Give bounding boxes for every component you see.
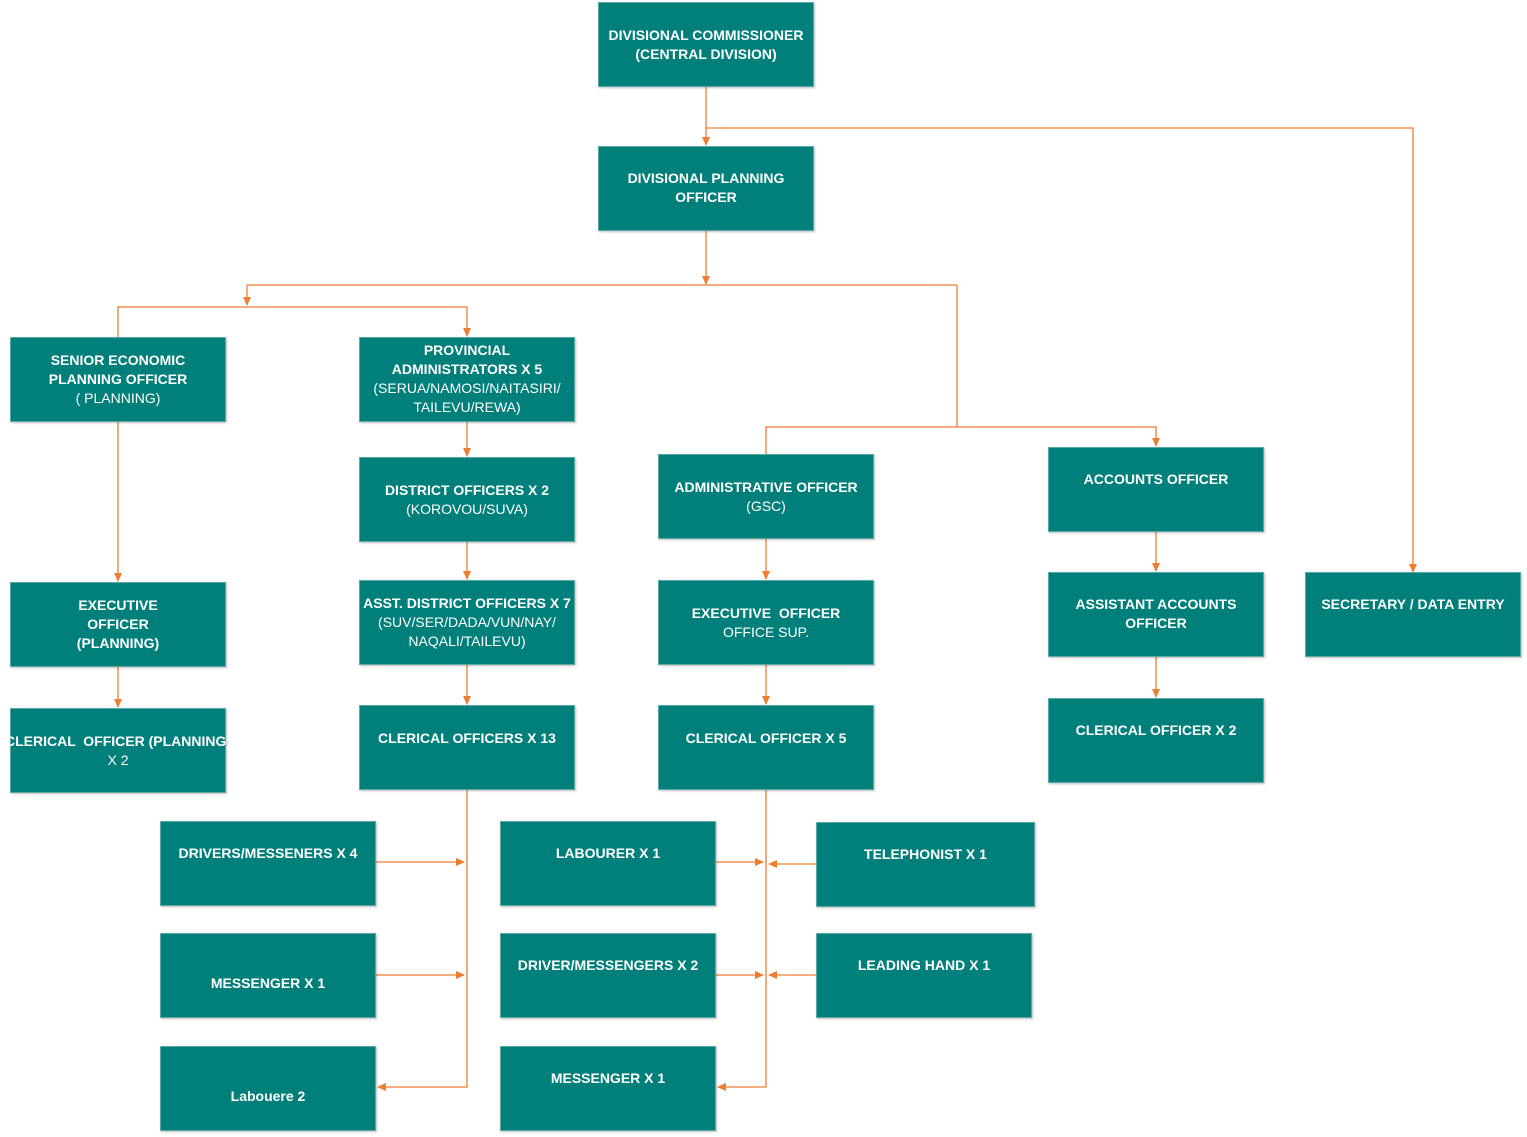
node-district-officers: DISTRICT OFFICERS X 2 (KOROVOU/SUVA) — [359, 457, 575, 542]
connector-clerical5-spine — [717, 790, 767, 1091]
node-senior-economic-planning-officer: SENIOR ECONOMIC PLANNING OFFICER ( PLANN… — [10, 337, 226, 422]
node-title: DIVISIONAL COMMISSIONER — [608, 26, 804, 43]
node-title: TELEPHONIST X 1 — [864, 846, 987, 862]
node-title: EXECUTIVE OFFICER — [691, 604, 841, 621]
node-accounts-officer: ACCOUNTS OFFICER — [1048, 447, 1264, 532]
node-title: ADMINISTRATIVE OFFICER — [674, 478, 858, 495]
node-messenger-1-mid: MESSENGER X 1 — [500, 1046, 716, 1131]
node-subtitle: ( PLANNING) — [75, 390, 161, 406]
node-title: Labouere 2 — [230, 1088, 306, 1104]
node-subtitle: (KOROVOU/SUVA) — [406, 500, 528, 517]
node-clerical-officer-2: CLERICAL OFFICER X 2 — [1048, 698, 1264, 783]
node-title: DRIVER/MESSENGERS X 2 — [517, 957, 699, 973]
node-subtitle: X 2 — [107, 751, 129, 768]
node-driver-messengers-2: DRIVER/MESSENGERS X 2 — [500, 933, 716, 1018]
node-secretary-data-entry: SECRETARY / DATA ENTRY — [1305, 572, 1521, 657]
node-title: ASST. DISTRICT OFFICERS X 7 — [363, 595, 571, 611]
node-divisional-commissioner: DIVISIONAL COMMISSIONER (CENTRAL DIVISIO… — [598, 2, 814, 87]
node-title: CLERICAL OFFICER X 5 — [685, 730, 847, 746]
connector-clerical13-spine — [377, 790, 468, 1091]
node-asst-district-officers: ASST. DISTRICT OFFICERS X 7 (SUV/SER/DAD… — [359, 580, 575, 665]
node-subtitle: (GSC) — [746, 497, 786, 514]
node-telephonist-1: TELEPHONIST X 1 — [816, 822, 1035, 907]
node-title: EXECUTIVE OFFICER (PLANNING) — [76, 597, 160, 651]
node-divisional-planning-officer: DIVISIONAL PLANNING OFFICER — [598, 146, 814, 231]
node-executive-officer-office-sup: EXECUTIVE OFFICER OFFICE SUP. — [658, 580, 874, 665]
node-clerical-officers-13: CLERICAL OFFICERS X 13 — [359, 705, 575, 790]
node-title: DRIVERS/MESSENERS X 4 — [178, 845, 358, 861]
node-subtitle: (SERUA/NAMOSI/NAITASIRI/ TAILEVU/REWA) — [373, 380, 561, 415]
node-title: CLERICAL OFFICER (PLANNING) — [4, 732, 232, 749]
node-clerical-officer-planning: CLERICAL OFFICER (PLANNING) X 2 — [5, 708, 231, 793]
node-administrative-officer: ADMINISTRATIVE OFFICER (GSC) — [658, 454, 874, 539]
node-messenger-1-left: MESSENGER X 1 — [160, 933, 376, 1018]
node-title: PROVINCIAL ADMINISTRATORS X 5 — [391, 342, 543, 377]
node-title: MESSENGER X 1 — [210, 975, 326, 991]
connector-to-admin-accounts — [765, 426, 1160, 454]
node-title: DISTRICT OFFICERS X 2 — [384, 481, 550, 498]
node-executive-officer-planning: EXECUTIVE OFFICER (PLANNING) — [10, 582, 226, 667]
node-assistant-accounts-officer: ASSISTANT ACCOUNTS OFFICER — [1048, 572, 1264, 657]
connector-commissioner-to-secretary — [706, 127, 1417, 573]
node-labouere-2: Labouere 2 — [160, 1046, 376, 1131]
node-title: LEADING HAND X 1 — [857, 957, 991, 973]
node-provincial-administrators: PROVINCIAL ADMINISTRATORS X 5 (SERUA/NAM… — [359, 337, 575, 422]
node-leading-hand-1: LEADING HAND X 1 — [816, 933, 1032, 1018]
node-title: SECRETARY / DATA ENTRY — [1321, 596, 1505, 612]
node-title: SENIOR ECONOMIC PLANNING OFFICER — [48, 352, 188, 387]
node-title: DIVISIONAL PLANNING OFFICER — [627, 170, 785, 205]
node-title: CLERICAL OFFICERS X 13 — [378, 730, 556, 746]
node-title: CLERICAL OFFICER X 2 — [1075, 722, 1237, 738]
connector-to-senior-econ — [117, 306, 471, 338]
node-subtitle: OFFICE SUP. — [722, 623, 810, 640]
node-title: LABOURER X 1 — [555, 845, 661, 861]
node-subtitle: (SUV/SER/DADA/VUN/NAY/ NAQALI/TAILEVU) — [378, 614, 556, 649]
node-title: ACCOUNTS OFFICER — [1083, 471, 1229, 487]
node-labourer-1: LABOURER X 1 — [500, 821, 716, 906]
node-title: MESSENGER X 1 — [550, 1070, 666, 1086]
node-title: ASSISTANT ACCOUNTS OFFICER — [1075, 596, 1237, 631]
node-clerical-officer-5: CLERICAL OFFICER X 5 — [658, 705, 874, 790]
node-drivers-messeners-4: DRIVERS/MESSENERS X 4 — [160, 821, 376, 906]
node-subtitle: (CENTRAL DIVISION) — [635, 45, 777, 62]
